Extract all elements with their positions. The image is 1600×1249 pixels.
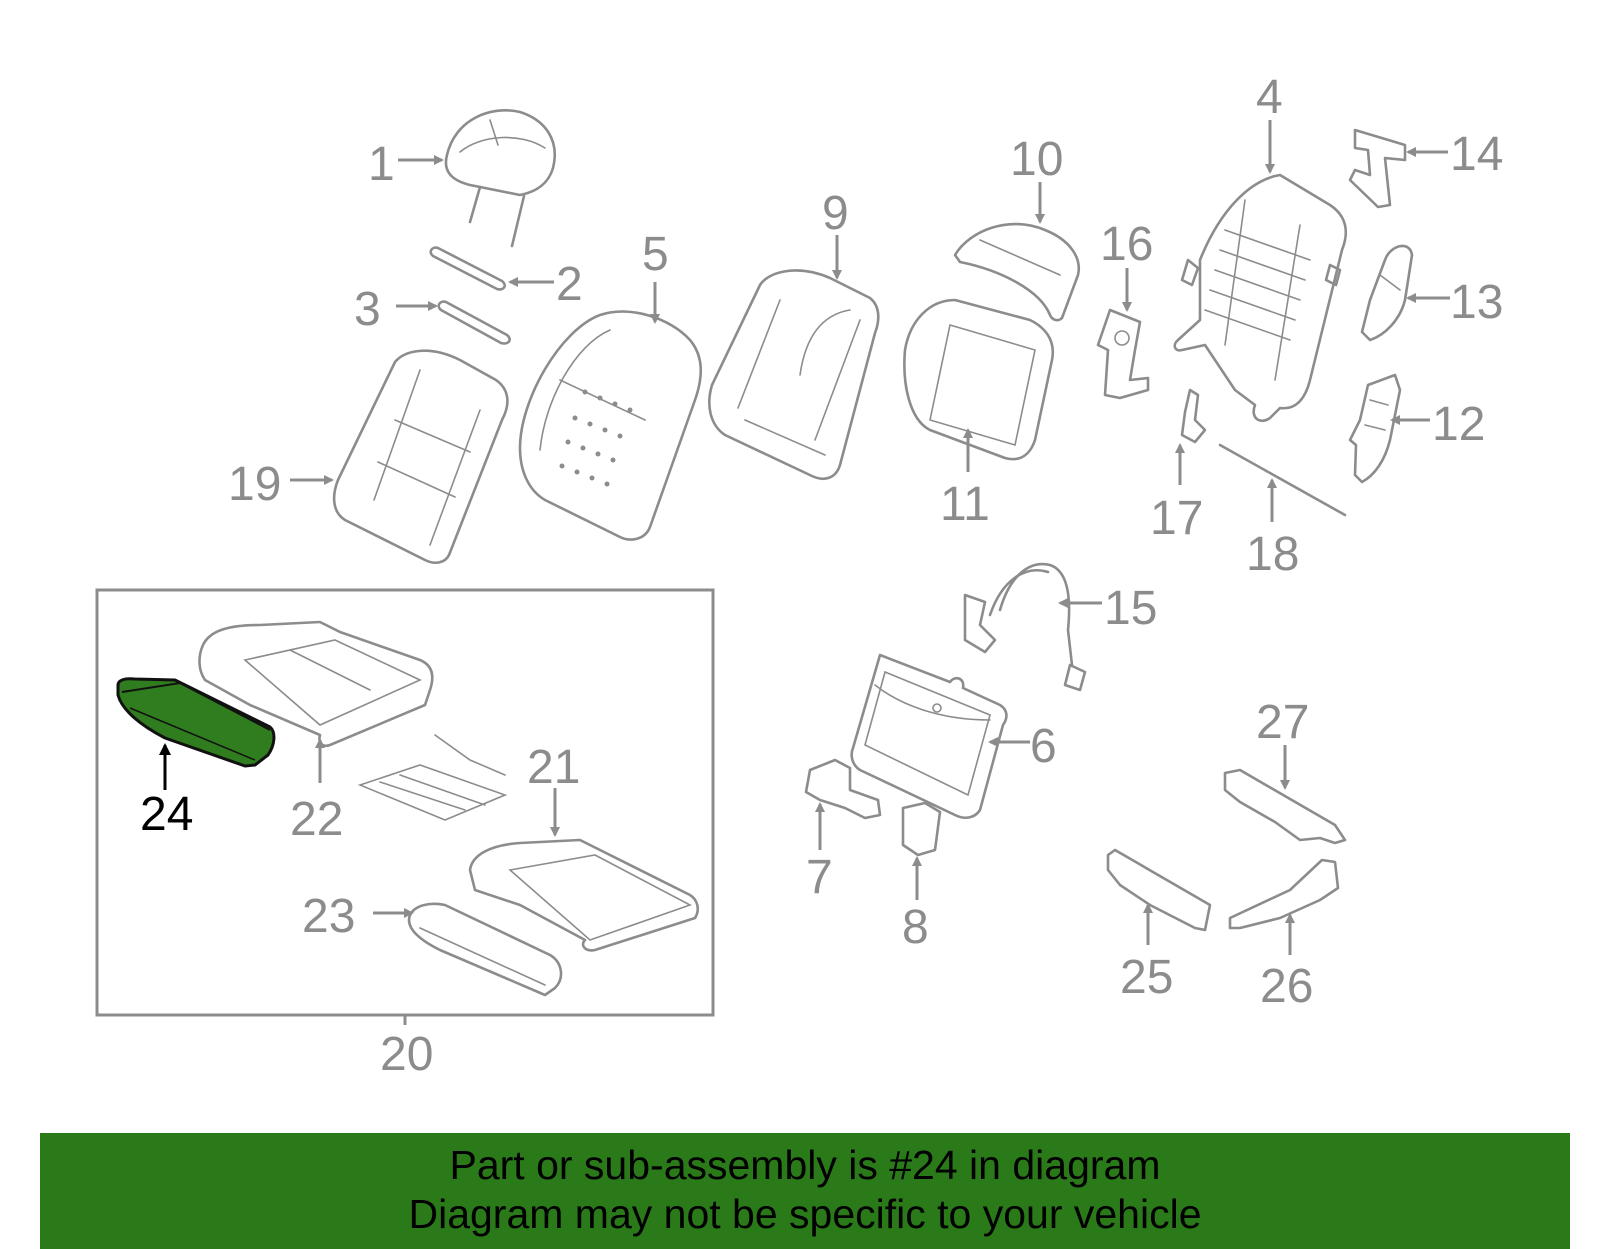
banner-line-1: Part or sub-assembly is #24 in diagram (449, 1142, 1161, 1188)
callout-10[interactable]: 10 (1010, 133, 1063, 186)
part-7-bracket[interactable] (804, 758, 882, 820)
callout-24[interactable]: 24 (140, 788, 193, 841)
callout-2[interactable]: 2 (556, 258, 583, 311)
callout-27[interactable]: 27 (1256, 696, 1309, 749)
callout-12[interactable]: 12 (1432, 398, 1485, 451)
callout-16[interactable]: 16 (1100, 218, 1153, 271)
info-banner: Part or sub-assembly is #24 in diagram D… (40, 1133, 1570, 1249)
part-4-frame[interactable] (1173, 173, 1347, 423)
part-15-harness[interactable] (963, 562, 1087, 692)
part-26-trim[interactable] (1228, 858, 1340, 930)
callout-3[interactable]: 3 (354, 283, 381, 336)
callout-7[interactable]: 7 (806, 851, 833, 904)
callout-1[interactable]: 1 (368, 138, 395, 191)
callout-18[interactable]: 18 (1246, 528, 1299, 581)
callout-4[interactable]: 4 (1256, 71, 1283, 124)
callout-26[interactable]: 26 (1260, 960, 1313, 1013)
callout-8[interactable]: 8 (902, 901, 929, 954)
part-18-rod[interactable] (1218, 443, 1347, 517)
callout-21[interactable]: 21 (527, 741, 580, 794)
part-24-side-pad-highlighted[interactable] (116, 677, 276, 768)
part-25-trim[interactable] (1106, 848, 1212, 932)
callout-13[interactable]: 13 (1450, 276, 1503, 329)
callout-6[interactable]: 6 (1030, 720, 1057, 773)
banner-line-2: Diagram may not be specific to your vehi… (408, 1191, 1202, 1237)
callout-15[interactable]: 15 (1104, 582, 1157, 635)
part-14-bracket[interactable] (1348, 128, 1407, 209)
part-16-bracket[interactable] (1096, 308, 1150, 400)
part-21-cushion-frame[interactable] (468, 838, 700, 952)
part-8-clip[interactable] (901, 801, 942, 857)
part-13-module[interactable] (1360, 244, 1414, 342)
part-12-module[interactable] (1348, 373, 1402, 484)
callout-9[interactable]: 9 (822, 187, 849, 240)
callout-17[interactable]: 17 (1150, 492, 1203, 545)
part-19-seatback-cover[interactable] (332, 349, 509, 565)
callout-20[interactable]: 20 (380, 1028, 433, 1081)
part-11-back-panel[interactable] (903, 298, 1055, 461)
callout-23[interactable]: 23 (302, 890, 355, 943)
part-5-seatback-cover[interactable] (518, 310, 703, 541)
part-2-guide[interactable] (429, 246, 506, 291)
part-6-pocket[interactable] (850, 653, 1008, 820)
part-10-cover[interactable] (953, 222, 1081, 322)
part-27-trim[interactable] (1223, 768, 1347, 845)
part-9-seatback-pad[interactable] (708, 269, 880, 480)
callout-25[interactable]: 25 (1120, 951, 1173, 1004)
callout-19[interactable]: 19 (228, 458, 281, 511)
part-23-side-pad[interactable] (407, 902, 563, 997)
part-1-headrest[interactable] (444, 109, 556, 248)
part-17-clip[interactable] (1180, 388, 1207, 444)
callout-11[interactable]: 11 (940, 478, 990, 531)
part-22-cushion-pad[interactable] (198, 620, 434, 748)
part-3-guide[interactable] (437, 300, 511, 345)
part-22-mat[interactable] (357, 734, 508, 821)
callout-5[interactable]: 5 (642, 228, 669, 281)
callout-22[interactable]: 22 (290, 793, 343, 846)
callout-14[interactable]: 14 (1450, 128, 1503, 181)
